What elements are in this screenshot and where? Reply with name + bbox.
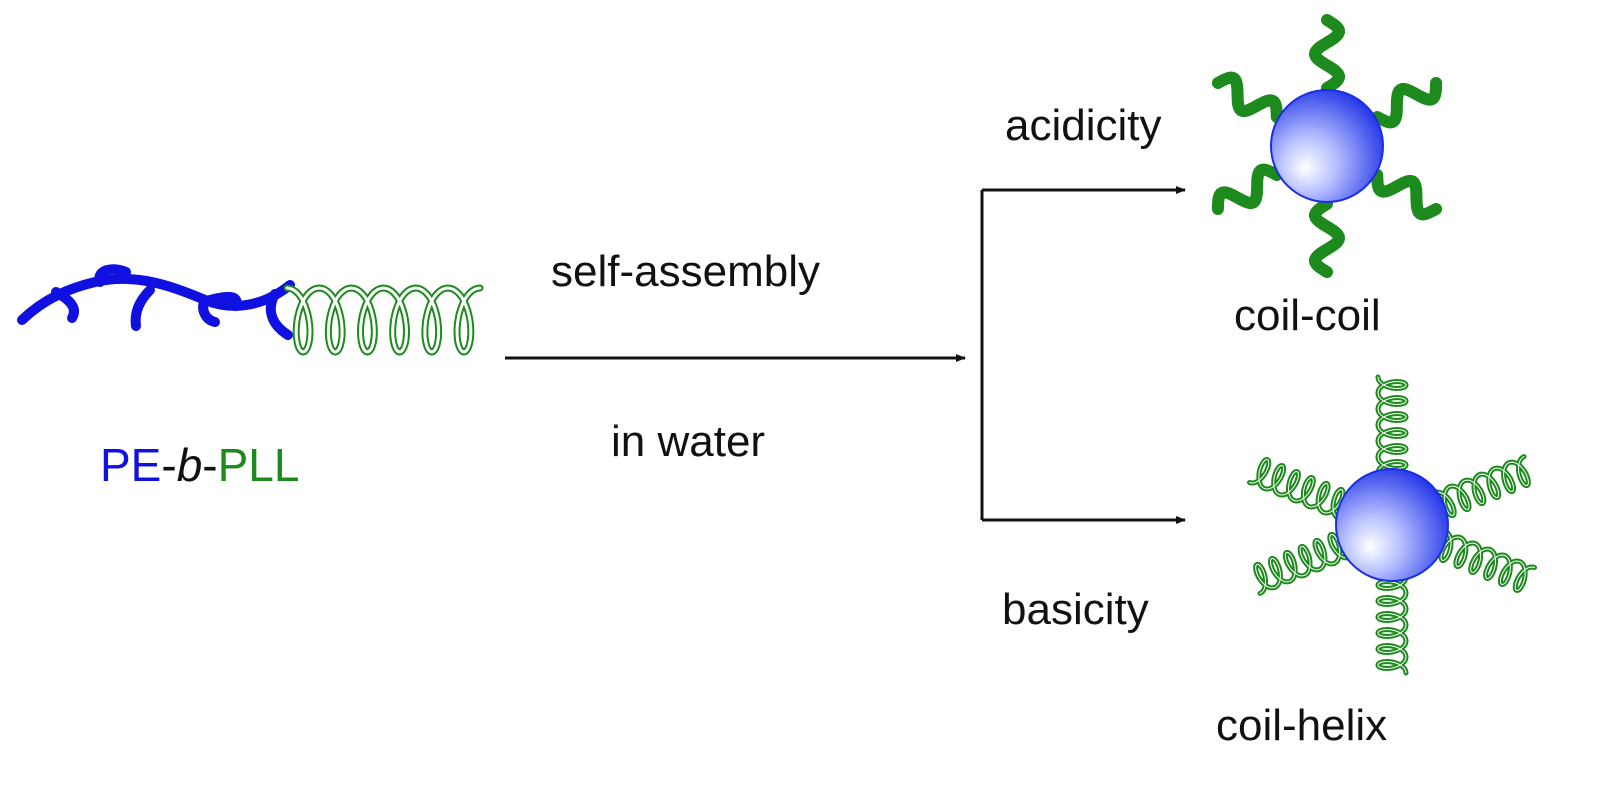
pll-block-label: PLL <box>217 439 300 491</box>
acidicity-label: acidicity <box>1005 101 1162 150</box>
pll-helix <box>283 284 484 356</box>
polymer-name: PE-b-PLL <box>100 442 299 488</box>
coil-coil-micelle <box>1211 14 1443 278</box>
coil-coil-label: coil-coil <box>1234 291 1381 340</box>
basicity-label: basicity <box>1002 585 1149 634</box>
self-assembly-label: self-assembly <box>551 247 820 296</box>
coil-helix-core <box>1335 468 1449 582</box>
coil-coil-core <box>1270 89 1384 203</box>
branch-bracket <box>980 186 1186 524</box>
hyphen: - <box>161 439 177 491</box>
coil-helix-label: coil-helix <box>1216 701 1388 750</box>
in-water-label: in water <box>611 417 766 466</box>
pe-block-label: PE <box>100 439 162 491</box>
coil-helix-micelle <box>1247 374 1537 676</box>
pe-chain <box>17 264 295 340</box>
block-marker: b <box>176 439 203 491</box>
hyphen: - <box>202 439 218 491</box>
